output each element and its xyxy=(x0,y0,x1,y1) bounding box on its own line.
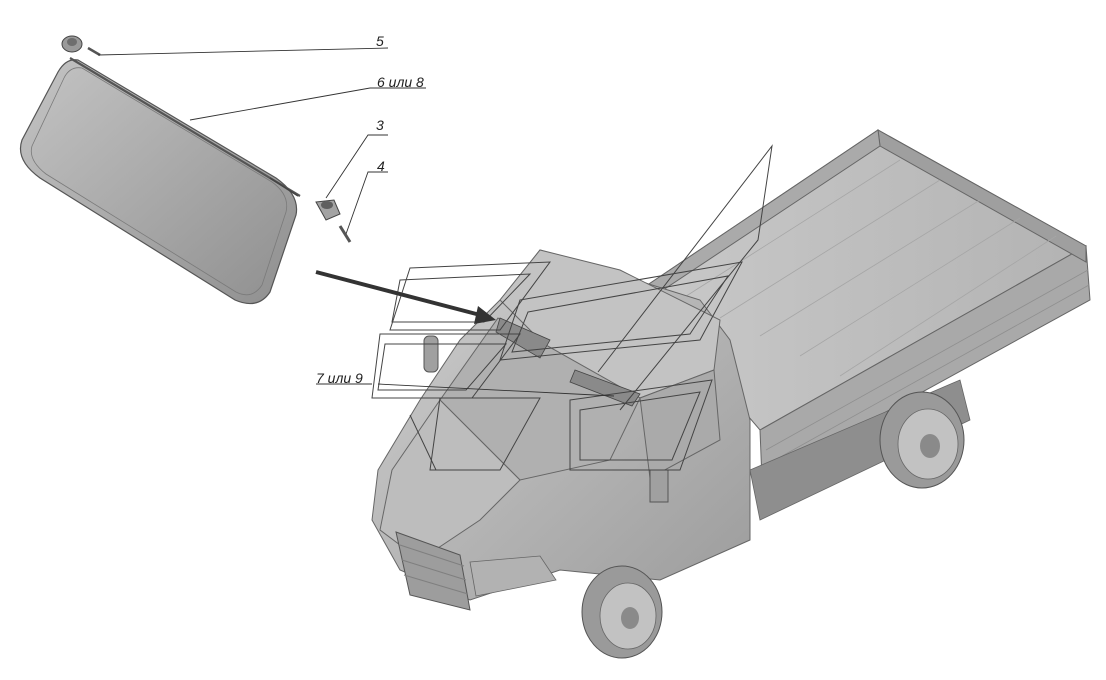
leader-3 xyxy=(325,134,388,199)
callout-6-or-8: 6 или 8 xyxy=(377,74,424,90)
leader-7 xyxy=(377,383,615,397)
assembly-arrow xyxy=(315,270,496,324)
leader-5 xyxy=(97,47,389,56)
leader-6 xyxy=(189,87,426,121)
truck xyxy=(371,129,1091,659)
callout-4: 4 xyxy=(377,158,385,174)
screw-part-4 xyxy=(338,225,352,243)
leader-4 xyxy=(345,171,388,235)
leader-lines xyxy=(97,47,615,397)
hook-part-3 xyxy=(315,199,341,221)
callout-7-or-9: 7 или 9 xyxy=(316,370,363,386)
callout-5: 5 xyxy=(376,33,384,49)
bracket-part-5 xyxy=(61,35,101,57)
sun-visor xyxy=(19,57,301,305)
callout-3: 3 xyxy=(376,117,384,133)
